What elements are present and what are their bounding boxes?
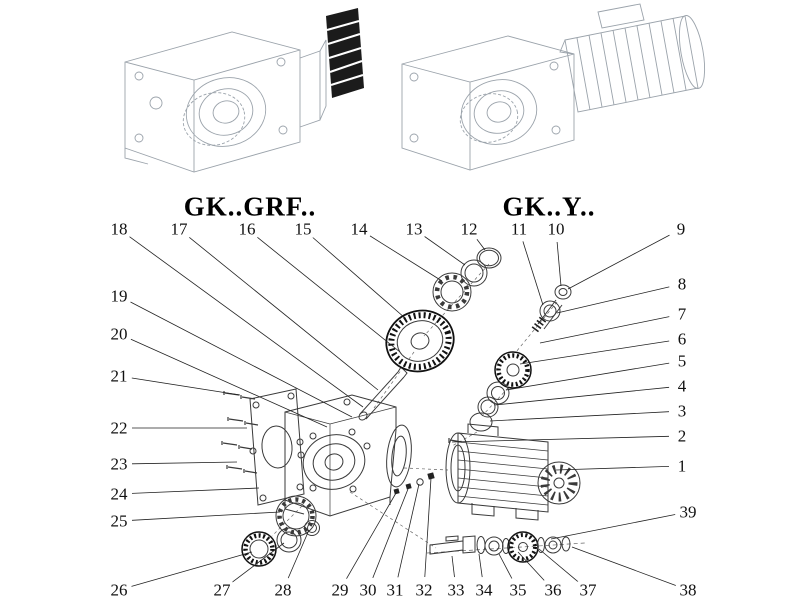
callout-39: 39 — [677, 502, 699, 522]
leader-line-25 — [131, 511, 281, 521]
input-shaft-part — [358, 366, 408, 421]
leader-line-21 — [131, 377, 241, 396]
leader-line-9 — [567, 234, 670, 290]
leader-line-34 — [478, 553, 483, 578]
callout-34: 34 — [473, 580, 495, 600]
callout-6: 6 — [675, 329, 689, 349]
callout-11: 11 — [508, 219, 530, 239]
callout-29: 29 — [329, 580, 351, 600]
leader-line-13 — [424, 236, 466, 266]
callout-5: 5 — [675, 351, 689, 371]
exploded-assembly — [221, 247, 586, 567]
leader-line-35 — [498, 553, 513, 579]
leader-lines — [129, 234, 676, 587]
leader-line-19 — [130, 301, 353, 418]
output-bearing-stack — [241, 495, 320, 567]
flange-plate-part — [249, 388, 305, 506]
callout-32: 32 — [413, 580, 435, 600]
leader-line-26 — [131, 551, 253, 587]
leader-line-8 — [556, 286, 670, 314]
leader-line-24 — [131, 487, 260, 494]
callout-10: 10 — [545, 219, 567, 239]
leader-line-2 — [451, 435, 670, 443]
callout-21: 21 — [108, 366, 130, 386]
leader-line-31 — [397, 483, 420, 578]
input-bearing-parts — [432, 247, 502, 312]
leader-line-4 — [494, 386, 670, 406]
callout-23: 23 — [108, 454, 130, 474]
leader-line-36 — [517, 551, 545, 581]
output-shaft-parts — [426, 531, 586, 563]
leader-line-29 — [346, 492, 397, 579]
callout-35: 35 — [507, 580, 529, 600]
callout-12: 12 — [458, 219, 480, 239]
leader-line-15 — [312, 237, 406, 319]
leader-line-3 — [489, 411, 670, 422]
leader-line-37 — [538, 548, 579, 583]
callout-7: 7 — [675, 304, 689, 324]
leader-line-7 — [539, 316, 670, 344]
leader-line-6 — [519, 340, 670, 365]
callout-4: 4 — [675, 376, 689, 396]
callout-19: 19 — [108, 286, 130, 306]
leader-line-33 — [451, 555, 455, 578]
leader-line-23 — [131, 461, 238, 465]
callout-16: 16 — [236, 219, 258, 239]
small-fastener-row — [393, 472, 435, 495]
pinion-shaft-parts — [530, 284, 572, 334]
callout-22: 22 — [108, 418, 130, 438]
motor-drawing — [559, 3, 706, 113]
leader-line-38 — [571, 546, 676, 586]
leader-line-11 — [522, 241, 544, 306]
main-gear-part — [385, 309, 455, 373]
leader-line-12 — [476, 239, 486, 251]
gearbox-y-drawing — [401, 3, 706, 171]
callout-15: 15 — [292, 219, 314, 239]
callout-24: 24 — [108, 484, 130, 504]
callout-26: 26 — [108, 580, 130, 600]
callout-17: 17 — [168, 219, 190, 239]
model-label-gk-y: GK..Y.. — [502, 191, 596, 222]
leader-line-17 — [188, 236, 379, 391]
leader-line-14 — [369, 235, 443, 282]
model-label-gk-grf: GK..GRF.. — [183, 191, 317, 222]
callout-36: 36 — [542, 580, 564, 600]
leader-line-39 — [550, 514, 676, 540]
callout-8: 8 — [675, 274, 689, 294]
leader-line-1 — [555, 466, 670, 471]
callout-25: 25 — [108, 511, 130, 531]
callout-33: 33 — [445, 580, 467, 600]
callout-30: 30 — [357, 580, 379, 600]
bevel-gear-parts — [469, 351, 532, 432]
leader-line-27 — [232, 542, 285, 583]
callout-13: 13 — [403, 219, 425, 239]
callout-37: 37 — [577, 580, 599, 600]
callout-3: 3 — [675, 401, 689, 421]
callout-2: 2 — [675, 426, 689, 446]
callout-20: 20 — [108, 324, 130, 344]
callout-9: 9 — [674, 219, 688, 239]
leader-line-30 — [372, 488, 409, 579]
housing-part — [284, 394, 412, 517]
leader-line-5 — [505, 362, 670, 391]
callout-38: 38 — [677, 580, 699, 600]
leader-line-28 — [287, 529, 310, 579]
leader-line-10 — [556, 241, 562, 287]
callout-31: 31 — [384, 580, 406, 600]
callout-28: 28 — [272, 580, 294, 600]
leader-line-16 — [256, 236, 401, 353]
gearbox-grf-drawing — [124, 8, 364, 173]
callout-18: 18 — [108, 219, 130, 239]
leader-line-18 — [129, 236, 364, 408]
callout-27: 27 — [211, 580, 233, 600]
terminal-box — [597, 3, 645, 29]
leader-line-20 — [130, 338, 328, 428]
motor-part — [445, 423, 581, 521]
callout-1: 1 — [675, 456, 689, 476]
leader-line-32 — [424, 477, 432, 578]
callout-14: 14 — [348, 219, 370, 239]
